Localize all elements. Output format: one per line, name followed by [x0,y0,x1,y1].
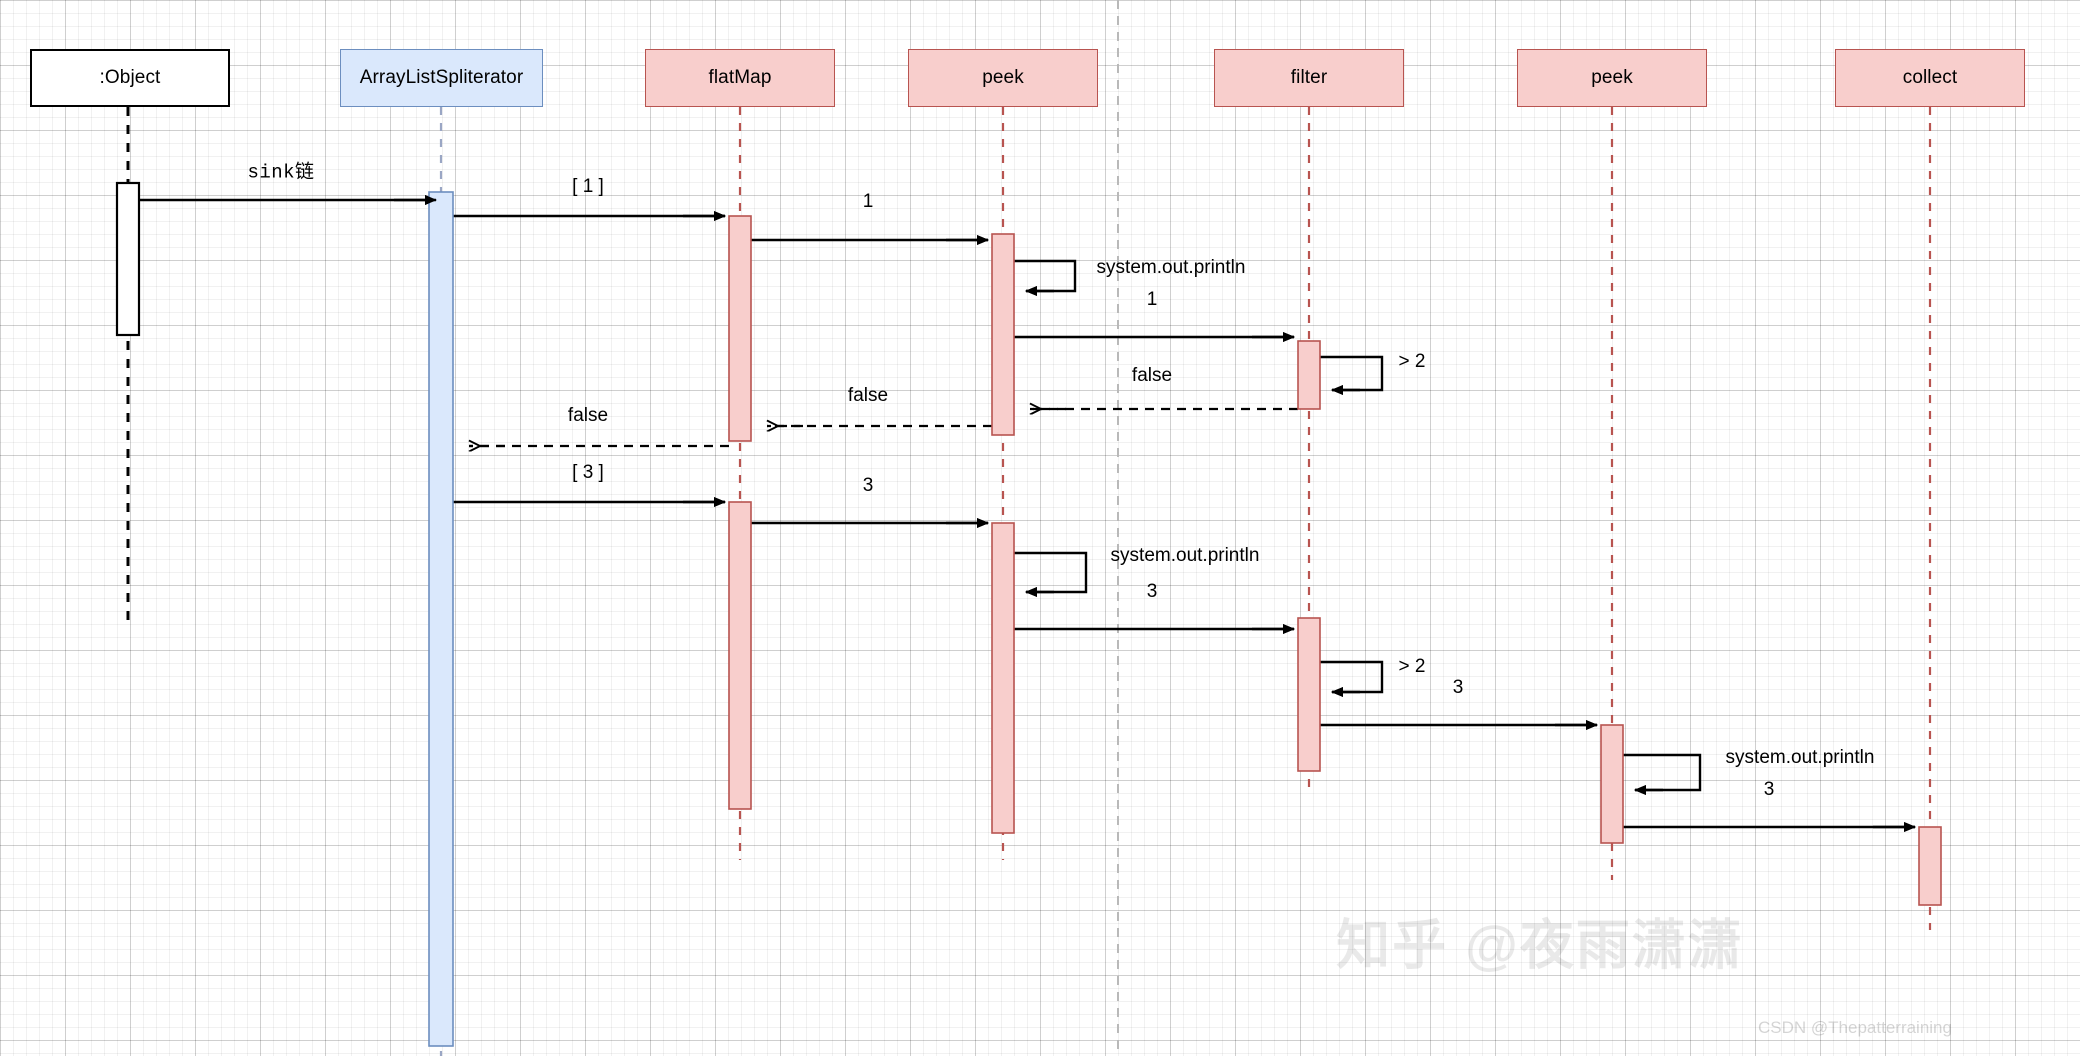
activation-peek2-8 [1600,724,1624,844]
csdn-watermark: CSDN @Thepatterraining [1758,1018,1952,1037]
message-label-m10: [ 3 ] [572,462,604,483]
message-label-m9: false [567,405,609,426]
message-label-m12: system.out.println [1110,545,1260,566]
message-label-m1: sink链 [247,161,315,184]
message-label-m5: 1 [1146,289,1158,310]
participant-filter[interactable]: filter [1214,49,1404,107]
message-m14 [1320,660,1384,697]
message-label-m8: false [847,385,889,406]
message-label-m14: > 2 [1398,656,1426,677]
message-label-m17: 3 [1763,779,1775,800]
message-m12 [1014,551,1088,597]
activation-peek1-6 [991,522,1015,834]
message-label-m2: [ 1 ] [572,176,604,197]
activation-filter-4 [1297,340,1321,410]
zhihu-watermark: 知乎 @夜雨潇潇 [1336,915,1744,976]
participant-flatmap[interactable]: flatMap [645,49,835,107]
participant-label: peek [1591,67,1633,88]
message-label-m15: 3 [1452,677,1464,698]
participant-spliterator[interactable]: ArrayListSpliterator [340,49,543,107]
activation-filter-7 [1297,617,1321,772]
participant-label: flatMap [708,67,772,88]
activation-spliterator-1 [428,191,454,1047]
activation-peek1-3 [991,233,1015,436]
participant-collect[interactable]: collect [1835,49,2025,107]
message-label-m4: system.out.println [1096,257,1246,278]
participant-label: peek [982,67,1024,88]
participant-peek1[interactable]: peek [908,49,1098,107]
message-label-m16: system.out.println [1725,747,1875,768]
activation-collect-9 [1918,826,1942,906]
participant-label: ArrayListSpliterator [359,67,524,88]
activation-flatmap-5 [728,501,752,810]
message-label-m11: 3 [862,475,874,496]
message-m6 [1320,355,1384,395]
message-label-m6: > 2 [1398,351,1426,372]
message-label-m3: 1 [862,191,874,212]
participant-peek2[interactable]: peek [1517,49,1707,107]
message-label-m7: false [1131,365,1173,386]
message-label-m13: 3 [1146,581,1158,602]
activation-bars [115,181,1942,1047]
participant-object[interactable]: :Object [30,49,230,107]
message-m16 [1623,753,1702,795]
participant-label: filter [1290,67,1328,88]
messages [139,195,1916,832]
participant-label: collect [1902,67,1958,88]
activation-flatmap-2 [728,215,752,442]
message-m4 [1014,259,1077,296]
participant-label: :Object [99,67,161,88]
message-arrowheads [394,195,1916,832]
activation-object-0 [115,181,141,337]
